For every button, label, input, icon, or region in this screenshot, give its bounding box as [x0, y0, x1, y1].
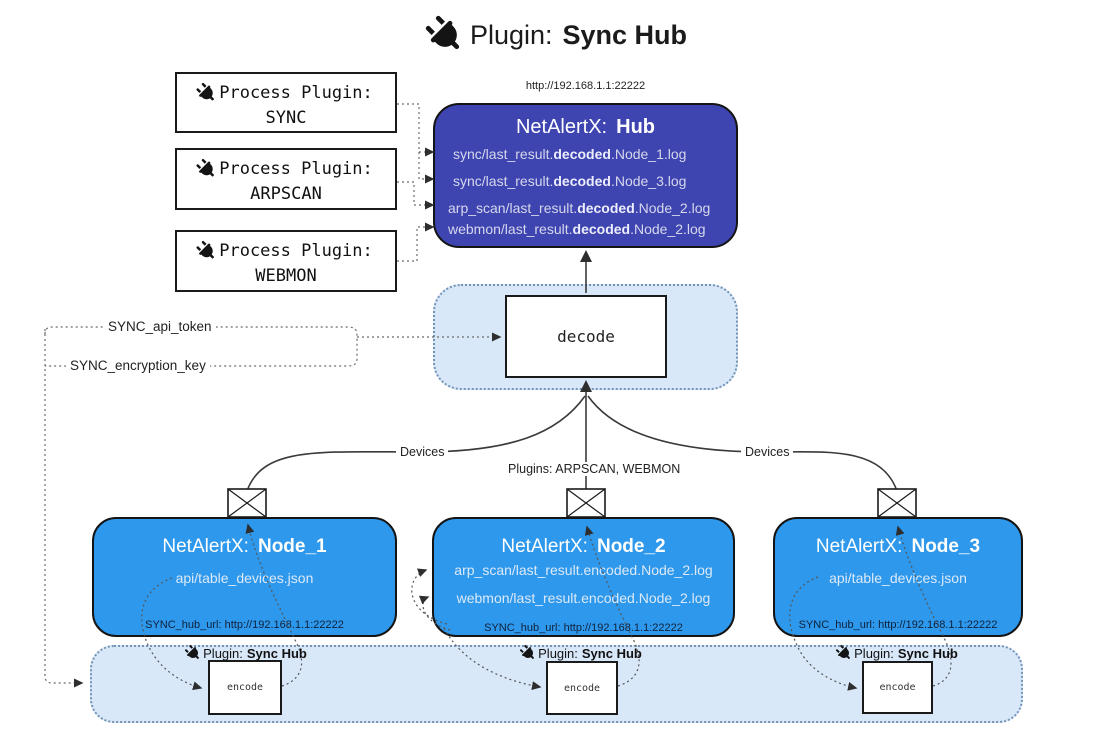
- envelope-icon: [227, 488, 267, 518]
- plug-icon: [518, 643, 538, 663]
- arpscan-plugin-edge: [397, 181, 435, 210]
- page-title-bold: Sync Hub: [562, 19, 688, 50]
- node-title: NetAlertX:Node_1: [162, 536, 327, 557]
- encode-plugin-label: Plugin:Sync Hub: [808, 645, 988, 661]
- sync-plugin-edge-2: [418, 152, 435, 184]
- hub-log-line: webmon/last_result.decoded.Node_2.log: [448, 221, 706, 237]
- hub-log-line: sync/last_result.decoded.Node_3.log: [453, 173, 687, 189]
- process-plugin-name: ARPSCAN: [250, 184, 322, 204]
- plug-icon: [421, 11, 469, 59]
- process-plugin-heading: Process Plugin:: [219, 83, 373, 103]
- page-title: Plugin: Sync Hub: [0, 16, 1117, 54]
- process-plugin-box-sync: Process Plugin: SYNC: [175, 72, 397, 133]
- hub-title-pre: NetAlertX:: [515, 116, 608, 138]
- node-2-box: NetAlertX:Node_2 arp_scan/last_result.en…: [432, 517, 735, 637]
- encode-box: encode: [546, 661, 618, 715]
- hub-url-label: http://192.168.1.1:22222: [525, 80, 646, 92]
- node-1-box: NetAlertX:Node_1 api/table_devices.json …: [92, 517, 397, 637]
- envelope-icon: [566, 488, 606, 518]
- node-file: arp_scan/last_result.encoded.Node_2.log: [454, 562, 713, 578]
- plug-icon: [183, 643, 203, 663]
- devices-label-right: Devices: [741, 445, 794, 459]
- plugins-edge-label: Plugins: ARPSCAN, WEBMON: [504, 462, 685, 476]
- token-to-encode-edge: [44, 329, 84, 688]
- envelope-icon: [877, 488, 917, 518]
- node-file: webmon/last_result.encoded.Node_2.log: [456, 590, 711, 606]
- plug-icon: [194, 81, 219, 106]
- sync-encryption-key-label: SYNC_encryption_key: [66, 358, 210, 373]
- decode-label: decode: [557, 327, 615, 346]
- hub-log-line: arp_scan/last_result.decoded.Node_2.log: [448, 200, 711, 216]
- devices-edge-right: [587, 395, 898, 492]
- hub-title: NetAlertX: Hub: [435, 116, 736, 139]
- process-plugin-heading: Process Plugin:: [219, 241, 373, 261]
- node-hub-url: SYNC_hub_url: http://192.168.1.1:22222: [484, 622, 683, 634]
- encode-plugin-label: Plugin:Sync Hub: [492, 645, 672, 661]
- plug-icon: [834, 643, 854, 663]
- encode-plugin-label: Plugin:Sync Hub: [157, 645, 337, 661]
- node-title: NetAlertX:Node_3: [815, 536, 981, 557]
- node-hub-url: SYNC_hub_url: http://192.168.1.1:22222: [798, 619, 998, 631]
- sync-plugin-edge-1: [397, 103, 435, 157]
- process-plugin-name: WEBMON: [255, 266, 317, 286]
- node-3-box: NetAlertX:Node_3 api/table_devices.json …: [773, 517, 1023, 637]
- devices-label-left: Devices: [396, 445, 449, 459]
- decode-box: decode: [505, 295, 667, 378]
- encode-box: encode: [862, 661, 933, 714]
- encode-box: encode: [208, 660, 282, 715]
- hub-log-line: sync/last_result.decoded.Node_1.log: [453, 146, 687, 162]
- process-plugin-box-webmon: Process Plugin: WEBMON: [175, 230, 397, 292]
- node-file: api/table_devices.json: [175, 570, 314, 586]
- node-hub-url: SYNC_hub_url: http://192.168.1.1:22222: [145, 619, 344, 631]
- hub-box: NetAlertX: Hub sync/last_result.decoded.…: [433, 103, 738, 248]
- process-plugin-heading: Process Plugin:: [219, 159, 373, 179]
- webmon-plugin-edge: [397, 222, 435, 262]
- node-title: NetAlertX:Node_2: [501, 536, 666, 557]
- sync-api-token-label: SYNC_api_token: [104, 319, 216, 334]
- plug-icon: [194, 239, 219, 264]
- process-plugin-box-arpscan: Process Plugin: ARPSCAN: [175, 148, 397, 210]
- page-title-pre: Plugin:: [469, 19, 553, 50]
- node-file: api/table_devices.json: [829, 570, 967, 586]
- hub-title-bold: Hub: [616, 116, 656, 138]
- plug-icon: [194, 157, 219, 182]
- process-plugin-name: SYNC: [265, 108, 307, 128]
- devices-edge-left: [246, 395, 586, 492]
